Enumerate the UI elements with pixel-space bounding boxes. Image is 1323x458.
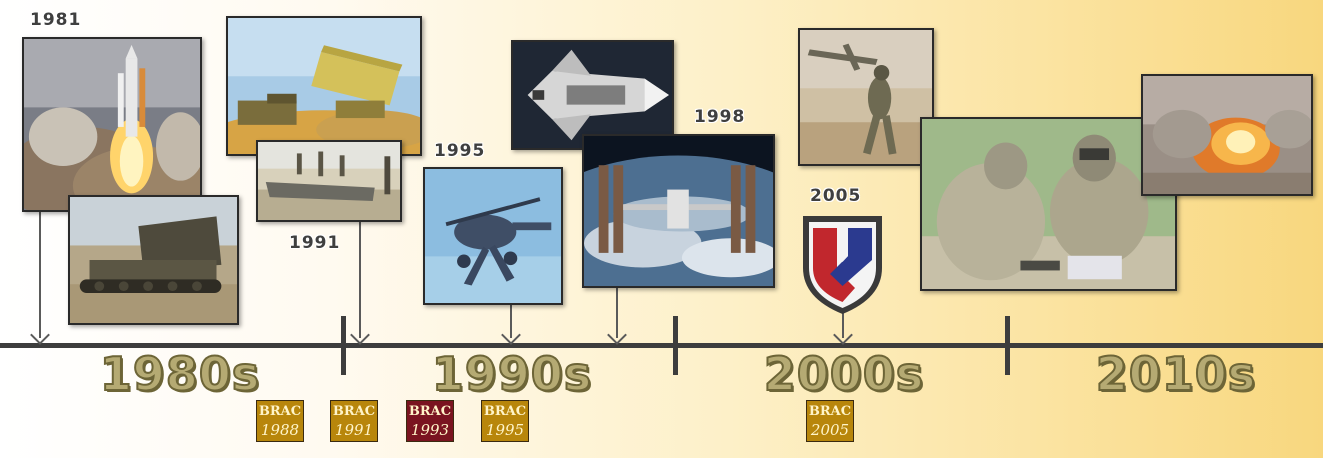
arrow-2005 [842,312,844,338]
decade-label-1980s: 1980s [99,346,261,402]
brac-year: 1988 [260,421,300,439]
year-label-1981: 1981 [30,10,82,30]
bomb-disposal-photo [920,117,1177,291]
arrow-1981 [39,212,41,338]
arrow-1995 [510,304,512,338]
year-label-2005: 2005 [810,186,862,206]
arrow-1991 [359,221,361,338]
brac-label: BRAC [332,404,376,419]
brac-label: BRAC [408,404,452,419]
brac-badge-1991: BRAC 1991 [330,400,378,442]
brac-label: BRAC [483,404,527,419]
shuttle-launch-photo [22,37,202,212]
space-shuttle-orbit-photo [511,40,674,150]
rocket-launcher-vehicle-photo [68,195,239,325]
brac-badge-2005: BRAC 2005 [806,400,854,442]
decade-tick-1990 [341,316,346,375]
decade-label-2010s: 2010s [1095,346,1257,402]
brac-year: 1991 [334,421,374,439]
brac-year: 1995 [485,421,525,439]
arrowhead-1995 [501,325,521,345]
brac-badge-1988: BRAC 1988 [256,400,304,442]
year-label-1991: 1991 [289,233,341,253]
arrowhead-2005 [833,325,853,345]
drone-launch-photo [798,28,934,166]
brac-badge-1993: BRAC 1993 [406,400,454,442]
brac-year: 1993 [410,421,450,439]
arrow-1998 [616,288,618,338]
year-label-1998: 1998 [694,107,746,127]
space-station-photo [582,134,775,288]
army-materiel-command-logo [797,210,888,318]
brac-badge-1995: BRAC 1995 [481,400,529,442]
arrowhead-1991 [350,325,370,345]
decade-tick-2010 [1005,316,1010,375]
brac-label: BRAC [258,404,302,419]
arrowhead-1981 [30,325,50,345]
year-label-1995: 1995 [434,141,486,161]
timeline-axis [0,343,1323,348]
helicopter-photo [423,167,563,305]
missile-launcher-photo [226,16,422,156]
arrowhead-1998 [607,325,627,345]
decade-label-2000s: 2000s [763,346,925,402]
brac-year: 2005 [810,421,850,439]
decade-label-1990s: 1990s [431,346,593,402]
brac-label: BRAC [808,404,852,419]
desert-test-rig-photo [256,140,402,222]
explosion-photo [1141,74,1313,196]
decade-tick-2000 [673,316,678,375]
